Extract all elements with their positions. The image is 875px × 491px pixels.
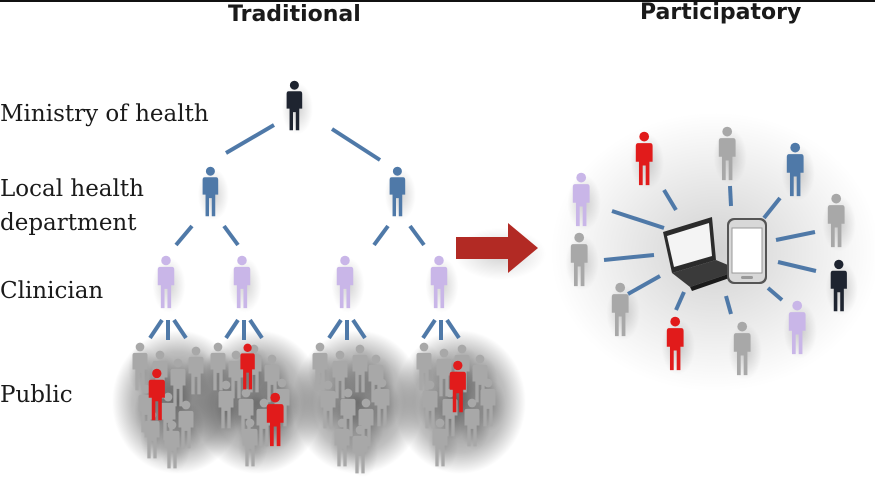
level-label-public: Public [0,382,73,408]
connector-line [777,260,817,273]
devices [456,217,767,291]
connector-line [224,123,276,155]
connector-line [174,224,194,247]
level-label-ministry: Ministry of health [0,101,209,127]
connector-line [327,318,343,340]
connector-line [248,318,264,340]
right-arrow-icon [456,223,538,273]
laptop-screen [667,223,712,267]
connector-line [728,185,733,207]
connector-line [372,224,390,247]
connector-line [224,318,240,340]
connector-line [408,224,426,247]
connector-line [421,318,437,340]
laptop-keyboard [672,260,740,287]
connector-line [148,318,164,340]
top-rule [0,0,875,2]
level-label-local-line1: Local health [0,176,144,202]
smartphone-icon [727,218,767,284]
participatory-title: Participatory [640,0,802,25]
level-label-clinician: Clinician [0,278,104,304]
phone-button [741,276,753,279]
connector-line [351,318,367,340]
connector-line [222,224,240,247]
connector-line [762,196,782,220]
connector-line [611,209,665,230]
connector-line [775,230,816,242]
connector-line [330,127,382,162]
connector-line [766,286,784,302]
connector-line [662,188,678,212]
connector-line [627,274,661,296]
connector-line [172,318,188,340]
level-label-local-line2: department [0,210,137,236]
connector-line [674,291,686,311]
traditional-title: Traditional [228,2,361,27]
connector-line [603,253,655,262]
connector-line [445,318,461,340]
connector-line [724,295,733,315]
hierarchy-connectors [148,123,817,340]
level-label-local-health-department: Local health department [0,172,144,240]
phone-screen [731,227,763,274]
